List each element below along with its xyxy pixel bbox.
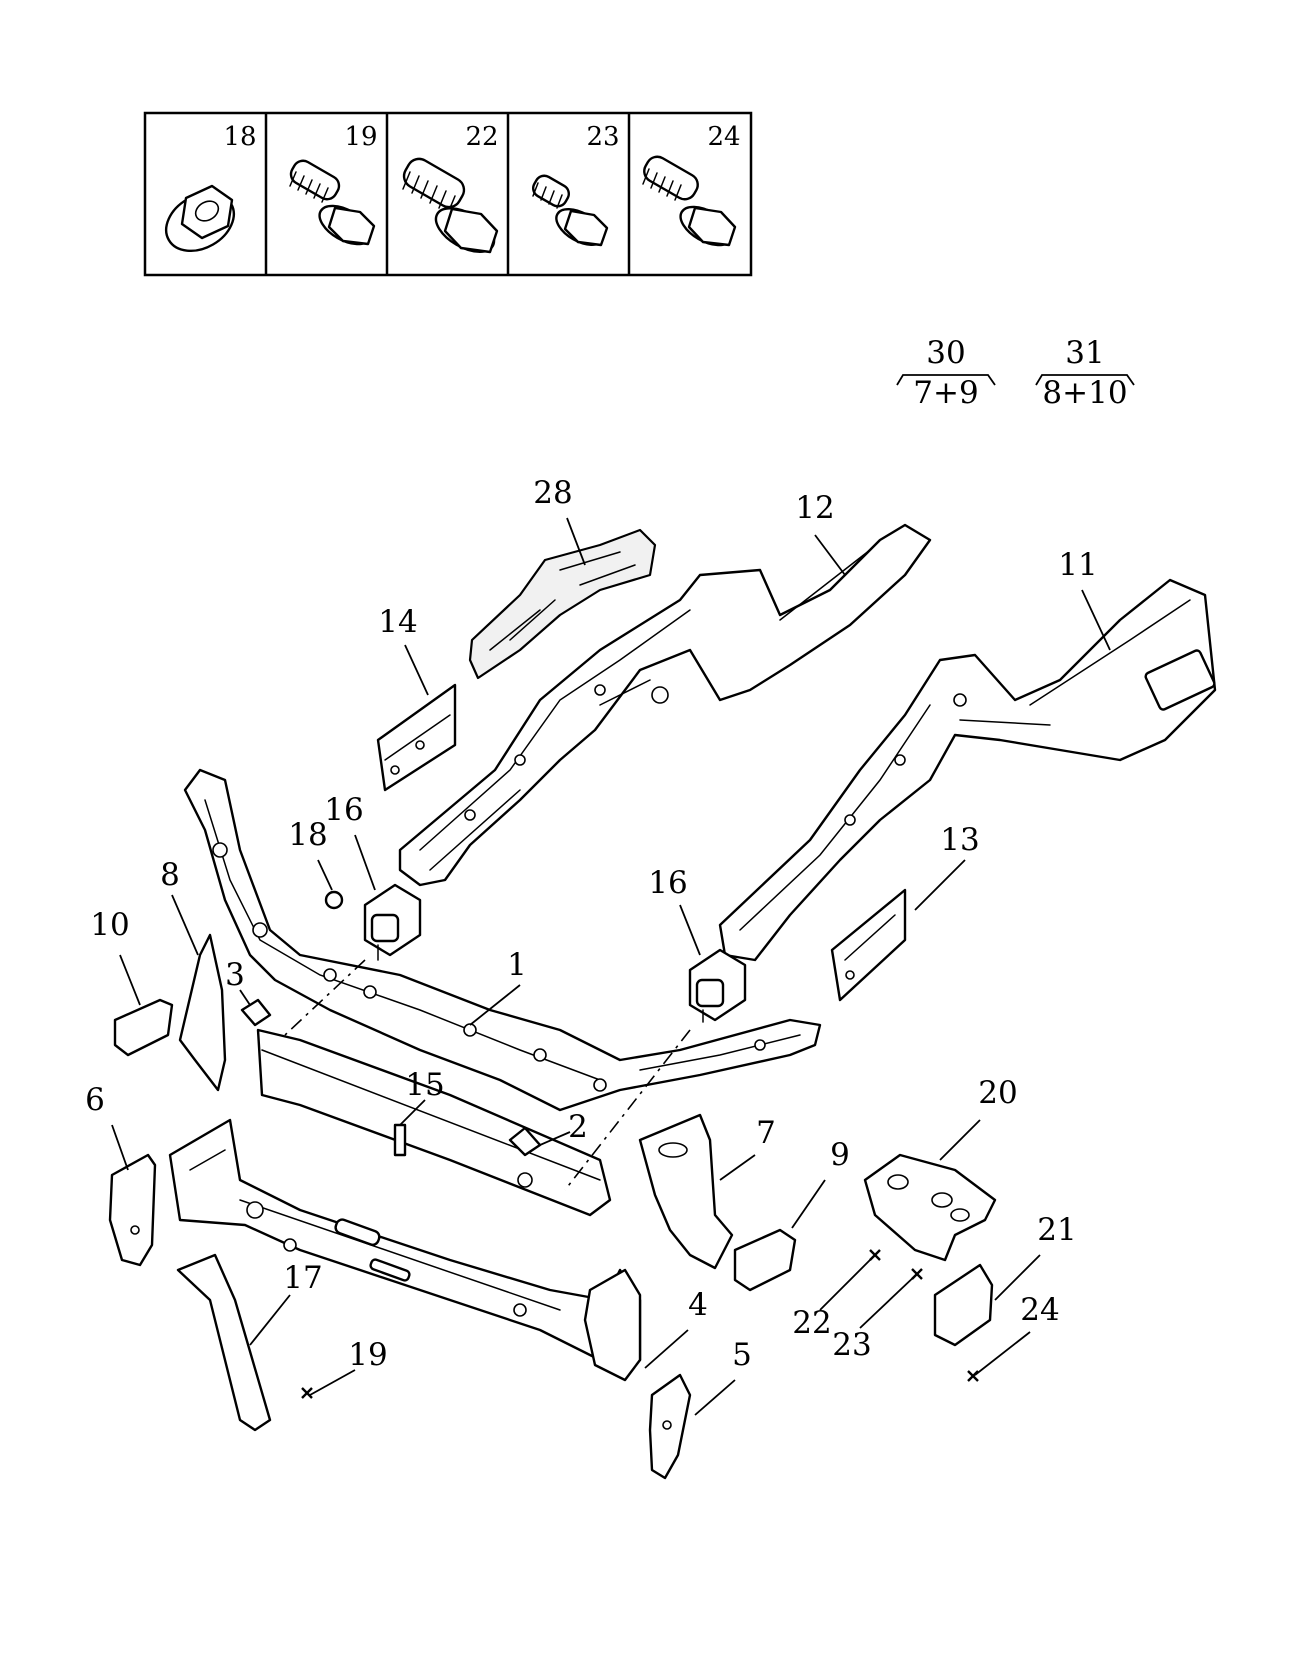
callout-13: 13 bbox=[940, 822, 979, 858]
part-17-vertical-post bbox=[176, 1253, 272, 1432]
part-10-bracket bbox=[113, 998, 174, 1057]
callout-16-left: 16 bbox=[324, 792, 363, 828]
hardware-number-18: 18 bbox=[223, 122, 256, 152]
assembly-note-31: 31 8+10 bbox=[1035, 335, 1135, 411]
part-16-engine-mount-left bbox=[363, 883, 422, 961]
flange-bolt-icon bbox=[289, 159, 376, 246]
part-5-bracket bbox=[648, 1373, 692, 1480]
callout-23: 23 bbox=[832, 1327, 871, 1363]
hardware-number-24: 24 bbox=[707, 122, 740, 152]
part-13-bracket bbox=[830, 888, 907, 1002]
part-28-reinforcement bbox=[468, 528, 657, 680]
hardware-legend-box: 18 19 22 23 24 bbox=[143, 111, 753, 277]
callout-11: 11 bbox=[1058, 547, 1097, 583]
callout-22: 22 bbox=[792, 1305, 831, 1341]
flange-nut-icon bbox=[165, 184, 235, 253]
part-8-bracket bbox=[178, 933, 227, 1092]
part-15-crossmember bbox=[256, 1028, 612, 1217]
hardware-number-19: 19 bbox=[344, 122, 377, 152]
assembly-contents-31: 8+10 bbox=[1042, 375, 1127, 411]
callout-19: 19 bbox=[348, 1337, 387, 1373]
hardware-number-23: 23 bbox=[586, 122, 619, 152]
callout-1: 1 bbox=[507, 947, 527, 983]
part-14-bracket bbox=[376, 683, 457, 792]
callout-4: 4 bbox=[688, 1287, 708, 1323]
part-9-bracket bbox=[733, 1228, 797, 1292]
callout-10: 10 bbox=[90, 907, 129, 943]
part-11-side-rail bbox=[718, 578, 1217, 962]
part-1-upper-tie-bar bbox=[183, 768, 822, 1112]
assembly-number-30: 30 bbox=[926, 335, 965, 371]
callout-7: 7 bbox=[756, 1115, 776, 1151]
part-21-bracket bbox=[933, 1263, 994, 1347]
callout-5: 5 bbox=[732, 1337, 752, 1373]
fastener-marker-19 bbox=[301, 1387, 313, 1399]
assembly-number-31: 31 bbox=[1065, 335, 1104, 371]
part-12-side-rail bbox=[398, 523, 932, 887]
callout-2: 2 bbox=[568, 1109, 588, 1145]
part-4-bracket bbox=[583, 1268, 642, 1382]
callout-18: 18 bbox=[288, 817, 327, 853]
part-18-nut bbox=[324, 890, 344, 910]
callout-20: 20 bbox=[978, 1075, 1017, 1111]
callout-24: 24 bbox=[1020, 1292, 1059, 1328]
assembly-note-30: 30 7+9 bbox=[896, 335, 996, 411]
assembly-contents-30: 7+9 bbox=[913, 375, 978, 411]
part-3-clip bbox=[240, 998, 272, 1027]
callout-12: 12 bbox=[795, 490, 834, 526]
part-6-bracket bbox=[108, 1153, 157, 1267]
assembly-centerline bbox=[284, 959, 366, 1036]
flange-bolt-icon bbox=[532, 174, 609, 247]
callout-14: 14 bbox=[378, 604, 417, 640]
callout-8: 8 bbox=[160, 857, 180, 893]
callout-16-right: 16 bbox=[648, 865, 687, 901]
hardware-number-22: 22 bbox=[465, 122, 498, 152]
fastener-marker-24 bbox=[967, 1370, 979, 1382]
part-7-bracket bbox=[638, 1113, 734, 1270]
part-20-bracket bbox=[863, 1153, 997, 1262]
part-16-engine-mount-right bbox=[688, 948, 747, 1023]
flange-bolt-icon bbox=[402, 157, 499, 254]
callout-28: 28 bbox=[533, 475, 572, 511]
callout-21: 21 bbox=[1037, 1212, 1076, 1248]
callout-3: 3 bbox=[225, 957, 245, 993]
flange-bolt-icon bbox=[642, 155, 737, 247]
callout-6: 6 bbox=[85, 1082, 105, 1118]
callout-9: 9 bbox=[830, 1137, 850, 1173]
callout-leaders bbox=[111, 517, 1111, 1416]
callout-17: 17 bbox=[283, 1260, 322, 1296]
assembly-centerline bbox=[564, 1029, 691, 1191]
callout-15: 15 bbox=[405, 1067, 444, 1103]
